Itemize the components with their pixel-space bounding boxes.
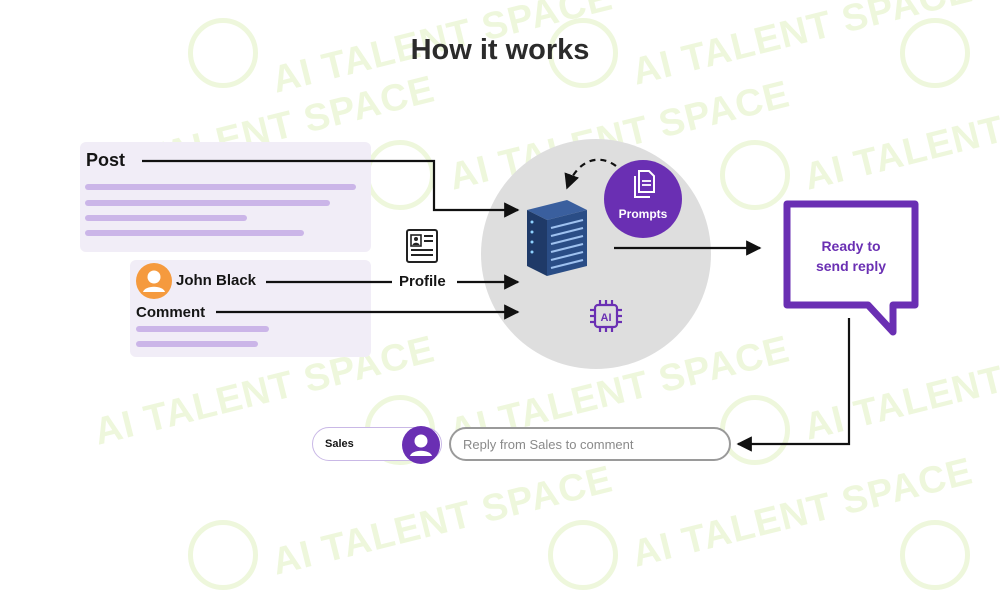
comment-text-line bbox=[136, 326, 269, 332]
prompts-badge bbox=[604, 160, 682, 238]
prompts-arrow bbox=[564, 158, 617, 190]
post-text-line bbox=[85, 230, 304, 236]
user-avatar-icon bbox=[136, 263, 172, 299]
reply-arrow bbox=[736, 318, 851, 452]
post-label: Post bbox=[86, 150, 126, 170]
server-icon bbox=[527, 200, 587, 276]
profile-label: Profile bbox=[399, 273, 446, 290]
page-title: How it works bbox=[410, 34, 590, 66]
sales-avatar-icon bbox=[402, 426, 440, 464]
ai-chip-icon: AI bbox=[590, 300, 622, 332]
comment-card bbox=[130, 260, 371, 357]
comment-text-line bbox=[136, 341, 258, 347]
speech-bubble bbox=[783, 200, 919, 336]
reply-input[interactable] bbox=[449, 427, 731, 461]
post-text-line bbox=[85, 215, 247, 221]
post-text-line bbox=[85, 200, 330, 206]
sender-name: Sales bbox=[325, 438, 354, 450]
prompts-label: Prompts bbox=[618, 207, 668, 221]
id-card-icon bbox=[405, 228, 439, 264]
documents-icon bbox=[634, 170, 655, 198]
svg-text:AI: AI bbox=[601, 312, 612, 324]
comment-author-name: John Black bbox=[176, 272, 257, 289]
post-arrow bbox=[142, 159, 520, 218]
comment-label: Comment bbox=[136, 304, 206, 321]
ready-to-send-label: Ready to send reply bbox=[815, 238, 887, 274]
post-text-line bbox=[85, 184, 356, 190]
